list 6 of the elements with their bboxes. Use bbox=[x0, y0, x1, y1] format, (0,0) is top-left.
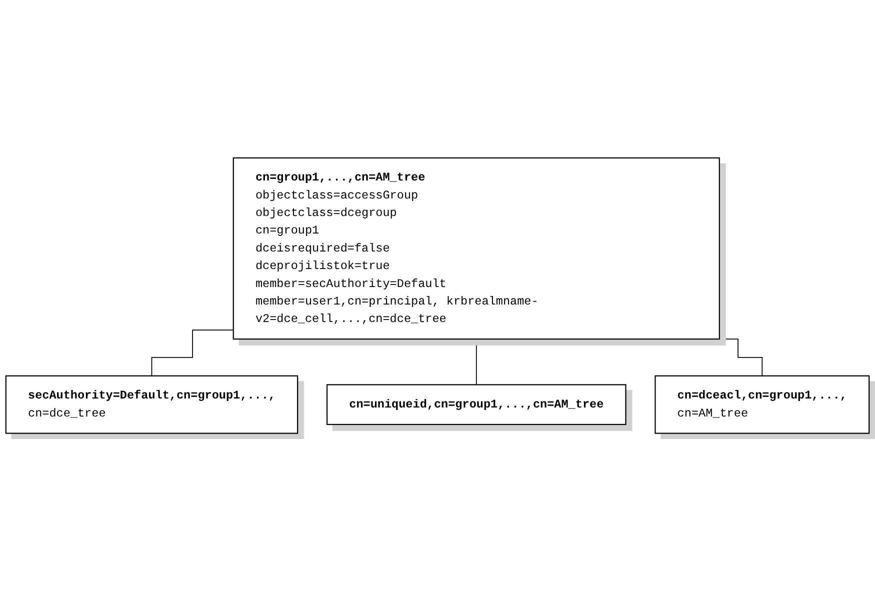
node-box: cn=group1,...,cn=AM_tree objectclass=accessGroup objectclass=dcegroup cn=group1 dceisrequired=false dceprojilistok=true member=secAuthority=Default member=user1,cn=principal, krbrealmname-v2=dce_cell,...,cn=dce_tree bbox=[232, 157, 720, 340]
connector bbox=[151, 330, 234, 376]
connector bbox=[476, 338, 477, 386]
node-box: cn=dceacl,cn=group1,..., cn=AM_tree bbox=[654, 375, 870, 434]
node-box: cn=uniqueid,cn=group1,...,cn=AM_tree bbox=[326, 384, 626, 425]
node-box: secAuthority=Default,cn=group1,..., cn=dce_tree bbox=[5, 375, 298, 434]
